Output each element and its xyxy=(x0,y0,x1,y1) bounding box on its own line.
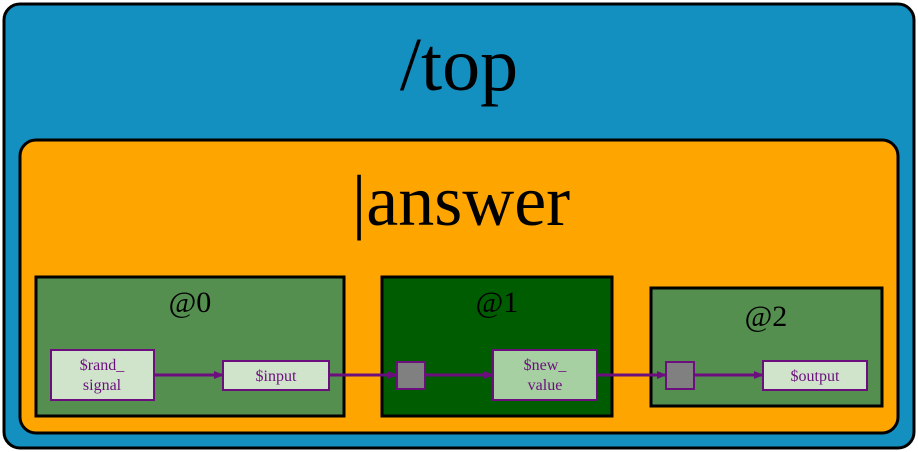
node-input-label: $input xyxy=(256,368,297,385)
stage-0-label: @0 xyxy=(169,286,212,319)
node-input-box xyxy=(222,360,330,391)
node-input: $input xyxy=(222,360,330,391)
node-rand-signal-box xyxy=(50,349,155,401)
node-new-value: $new_ value xyxy=(492,349,598,401)
top-cluster-label: /top xyxy=(400,23,518,107)
stage-1-label: @1 xyxy=(476,286,519,319)
answer-cluster-label: |answer xyxy=(352,161,570,241)
flop-1 xyxy=(396,361,426,390)
node-new-value-box xyxy=(492,349,598,401)
node-new-value-line2: value xyxy=(528,377,563,394)
node-output-box xyxy=(762,360,868,391)
node-rand-signal: $rand_ signal xyxy=(50,349,155,401)
flop-2-box xyxy=(665,361,695,390)
node-output-label: $output xyxy=(791,368,840,385)
flop-2 xyxy=(665,361,695,390)
node-output: $output xyxy=(762,360,868,391)
node-rand-signal-line1: $rand_ xyxy=(80,357,125,374)
flop-1-box xyxy=(396,361,426,390)
node-new-value-line1: $new_ xyxy=(524,357,568,374)
stage-2-label: @2 xyxy=(745,300,788,333)
node-rand-signal-line2: signal xyxy=(83,377,122,394)
